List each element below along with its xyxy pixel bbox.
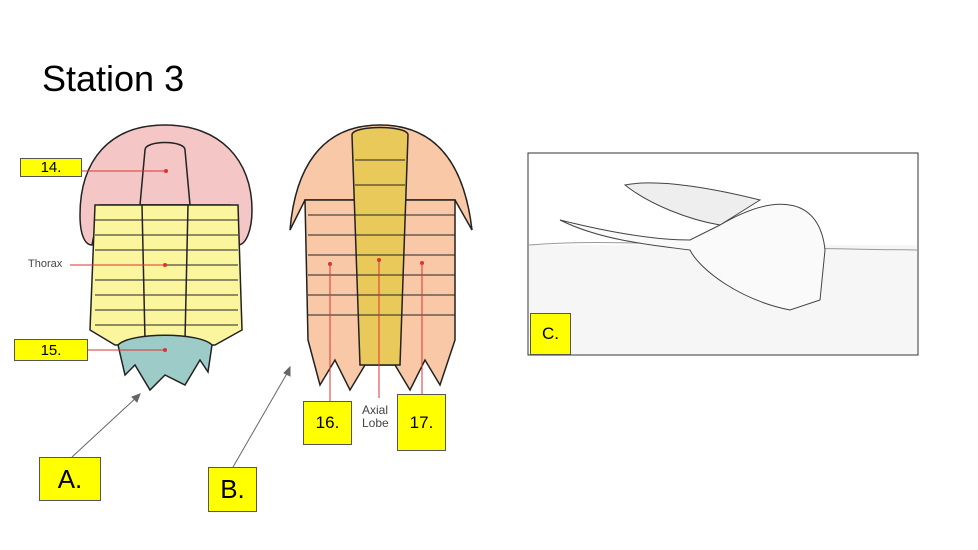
axial-lobe-label: Axial Lobe (362, 404, 389, 430)
answer-box-15[interactable]: 15. (14, 339, 88, 361)
answer-box-a[interactable]: A. (39, 457, 101, 501)
answer-box-14[interactable]: 14. (20, 158, 82, 177)
slide-title: Station 3 (42, 58, 185, 99)
thorax-label: Thorax (28, 258, 63, 270)
answer-box-16[interactable]: 16. (303, 401, 352, 445)
answer-box-17[interactable]: 17. (397, 394, 446, 451)
axial-lobe-line2: Lobe (362, 416, 389, 430)
answer-box-b[interactable]: B. (208, 467, 257, 512)
arrow-b (232, 365, 291, 468)
answer-box-c[interactable]: C. (530, 313, 571, 355)
arrow-a (71, 393, 141, 458)
axial-lobe-line1: Axial (362, 403, 389, 417)
trilobite-b-illustration (289, 124, 473, 401)
burrowing-trilobite-sketch (527, 152, 919, 356)
trilobite-a-illustration (70, 124, 253, 392)
